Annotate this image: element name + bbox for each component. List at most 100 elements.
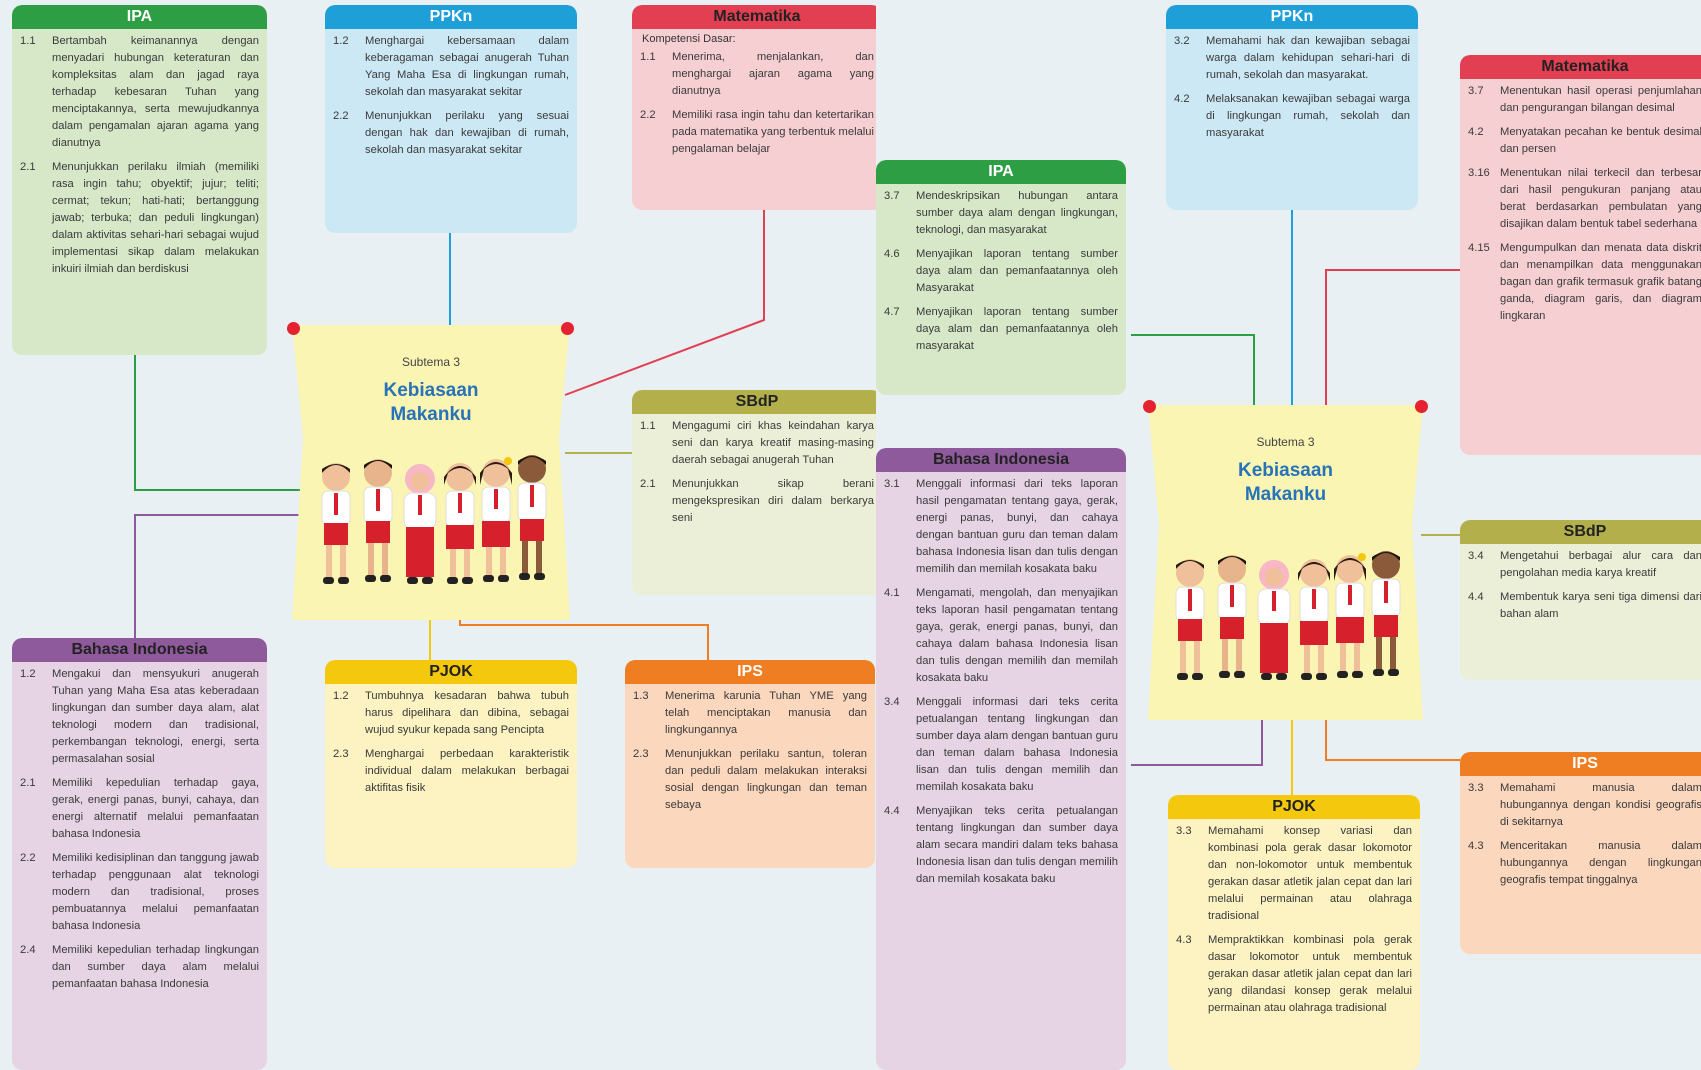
competency-text: Menghargai perbedaan karakteristik indiv… [365, 748, 569, 794]
poster-title-line1: Kebiasaan [383, 380, 479, 401]
ips-competency-list: 3.3 Memahami manusia dalam hubungannya d… [1460, 776, 1701, 902]
competency-code: 1.2 [20, 668, 36, 680]
competency-item: 4.3 Mempraktikkan kombinasi pola gerak d… [1176, 932, 1412, 1017]
competency-code: 3.16 [1468, 167, 1490, 179]
competency-item: 2.3 Menunjukkan perilaku santun, toleran… [633, 746, 867, 814]
competency-code: 2.3 [633, 748, 649, 760]
competency-item: 4.2 Menyatakan pecahan ke bentuk desimal… [1468, 124, 1701, 158]
bahasa-indonesia-card: Bahasa Indonesia 1.2 Mengakui dan mensyu… [12, 638, 267, 1070]
competency-code: 3.7 [884, 190, 900, 202]
competency-item: 4.15 Mengumpulkan dan menata data diskri… [1468, 240, 1701, 325]
pjok-competency-list: 3.3 Memahami konsep variasi dan kombinas… [1168, 819, 1420, 1030]
ppkn-card: PPKn 1.2 Menghargai kebersamaan dalam ke… [325, 5, 577, 233]
competency-text: Menentukan nilai terkecil dan terbesar d… [1500, 167, 1701, 230]
competency-code: 4.2 [1468, 126, 1484, 138]
competency-text: Menyatakan pecahan ke bentuk desimal dan… [1500, 126, 1701, 155]
competency-item: 2.1 Menunjukkan perilaku ilmiah (memilik… [20, 159, 259, 278]
pjok-card: PJOK 1.2 Tumbuhnya kesadaran bahwa tubuh… [325, 660, 577, 868]
ipa-card: IPA 1.1 Bertambah keimanannya dengan men… [12, 5, 267, 355]
competency-code: 4.7 [884, 306, 900, 318]
competency-text: Memiliki kepedulian terhadap lingkungan … [52, 944, 259, 990]
competency-code: 2.4 [20, 944, 36, 956]
ips-card: IPS 3.3 Memahami manusia dalam hubungann… [1460, 752, 1701, 954]
competency-code: 4.1 [884, 587, 900, 599]
competency-code: 2.2 [333, 110, 349, 122]
competency-item: 3.4 Menggali informasi dari teks cerita … [884, 694, 1118, 796]
competency-item: 1.1 Menerima, menjalankan, dan mengharga… [640, 49, 874, 100]
ipa-competency-list: 3.7 Mendeskripsikan hubungan antara sumb… [876, 184, 1126, 368]
competency-code: 4.4 [1468, 591, 1484, 603]
competency-item: 1.1 Bertambah keimanannya dengan menyada… [20, 33, 259, 152]
competency-code: 3.3 [1176, 825, 1192, 837]
ppkn-competency-list: 1.2 Menghargai kebersamaan dalam keberag… [325, 29, 577, 172]
competency-code: 3.7 [1468, 85, 1484, 97]
ips-header: IPS [625, 660, 875, 684]
competency-text: Memiliki kedisiplinan dan tanggung jawab… [52, 852, 259, 932]
competency-text: Menentukan hasil operasi penjumlahan dan… [1500, 85, 1701, 114]
competency-text: Memahami konsep variasi dan kombinasi po… [1208, 825, 1412, 922]
competency-code: 2.3 [333, 748, 349, 760]
competency-text: Memahami manusia dalam hubungannya denga… [1500, 782, 1701, 828]
competency-item: 2.2 Menunjukkan perilaku yang sesuai den… [333, 108, 569, 159]
sbdp-card: SBdP 3.4 Mengetahui berbagai alur cara d… [1460, 520, 1701, 680]
competency-text: Tumbuhnya kesadaran bahwa tubuh harus di… [365, 690, 569, 736]
mindmap-right-page: PPKn 3.2 Memahami hak dan kewajiban seba… [876, 0, 1701, 1070]
connector-lines-right [1131, 210, 1460, 795]
competency-code: 4.4 [884, 805, 900, 817]
matematika-card: Matematika Kompetensi Dasar: 1.1 Menerim… [632, 5, 876, 210]
pin-icon [1143, 400, 1156, 413]
competency-text: Menunjukkan perilaku ilmiah (memiliki ra… [52, 161, 259, 275]
ipa-competency-list: 1.1 Bertambah keimanannya dengan menyada… [12, 29, 267, 291]
competency-text: Menerima, menjalankan, dan menghargai aj… [672, 51, 874, 97]
competency-code: 2.1 [640, 478, 656, 490]
mindmap-left-page: IPA 1.1 Bertambah keimanannya dengan men… [0, 0, 876, 1070]
ipa-header: IPA [12, 5, 267, 29]
matematika-card: Matematika 3.7 Menentukan hasil operasi … [1460, 55, 1701, 455]
competency-text: Mengetahui berbagai alur cara dan pengol… [1500, 550, 1701, 579]
pin-icon [287, 322, 300, 335]
competency-text: Menunjukkan sikap berani mengekspresikan… [672, 478, 874, 524]
subtema-poster-right: Subtema 3 Kebiasaan Makanku [1148, 405, 1423, 720]
ips-card: IPS 1.3 Menerima karunia Tuhan YME yang … [625, 660, 875, 868]
pjok-header: PJOK [325, 660, 577, 684]
competency-text: Mengumpulkan dan menata data diskrit dan… [1500, 242, 1701, 322]
bahasa-indonesia-competency-list: 1.2 Mengakui dan mensyukuri anugerah Tuh… [12, 662, 267, 1006]
competency-item: 1.2 Menghargai kebersamaan dalam keberag… [333, 33, 569, 101]
poster-subtitle: Subtema 3 [1256, 435, 1315, 449]
competency-text: Mempraktikkan kombinasi pola gerak dasar… [1208, 934, 1412, 1014]
competency-text: Menggali informasi dari teks laporan has… [916, 478, 1118, 575]
competency-item: 3.7 Mendeskripsikan hubungan antara sumb… [884, 188, 1118, 239]
sbdp-header: SBdP [1460, 520, 1701, 544]
poster-subtitle: Subtema 3 [401, 355, 461, 369]
ppkn-competency-list: 3.2 Memahami hak dan kewajiban sebagai w… [1166, 29, 1418, 155]
competency-item: 2.2 Memiliki kedisiplinan dan tanggung j… [20, 850, 259, 935]
competency-item: 1.2 Mengakui dan mensyukuri anugerah Tuh… [20, 666, 259, 768]
matematika-intro: Kompetensi Dasar: [642, 33, 736, 45]
competency-item: 3.3 Memahami konsep variasi dan kombinas… [1176, 823, 1412, 925]
kids-group-illustration [1175, 551, 1401, 680]
competency-item: 3.1 Menggali informasi dari teks laporan… [884, 476, 1118, 578]
ppkn-header: PPKn [325, 5, 577, 29]
competency-text: Menyajikan laporan tentang sumber daya a… [916, 248, 1118, 294]
competency-item: 3.2 Memahami hak dan kewajiban sebagai w… [1174, 33, 1410, 84]
bahasa-indonesia-header: Bahasa Indonesia [12, 638, 267, 662]
sbdp-competency-list: 1.1 Mengagumi ciri khas keindahan karya … [632, 414, 876, 540]
competency-code: 1.2 [333, 690, 349, 702]
ipa-card: IPA 3.7 Mendeskripsikan hubungan antara … [876, 160, 1126, 395]
bahasa-indonesia-header: Bahasa Indonesia [876, 448, 1126, 472]
competency-text: Menunjukkan perilaku santun, toleran dan… [665, 748, 867, 811]
competency-item: 1.2 Tumbuhnya kesadaran bahwa tubuh haru… [333, 688, 569, 739]
competency-text: Memiliki rasa ingin tahu dan ketertarika… [672, 109, 874, 155]
competency-item: 4.4 Membentuk karya seni tiga dimensi da… [1468, 589, 1701, 623]
matematika-competency-list: 1.1 Menerima, menjalankan, dan mengharga… [632, 45, 876, 171]
competency-code: 3.1 [884, 478, 900, 490]
matematika-header: Matematika [632, 5, 876, 29]
competency-text: Bertambah keimanannya dengan menyadari h… [52, 35, 259, 149]
competency-item: 3.16 Menentukan nilai terkecil dan terbe… [1468, 165, 1701, 233]
competency-item: 2.1 Menunjukkan sikap berani mengekspres… [640, 476, 874, 527]
poster-title-line2: Makanku [390, 404, 472, 425]
competency-code: 4.3 [1468, 840, 1484, 852]
competency-item: 2.1 Memiliki kepedulian terhadap gaya, g… [20, 775, 259, 843]
competency-code: 3.4 [884, 696, 900, 708]
matematika-header: Matematika [1460, 55, 1701, 79]
